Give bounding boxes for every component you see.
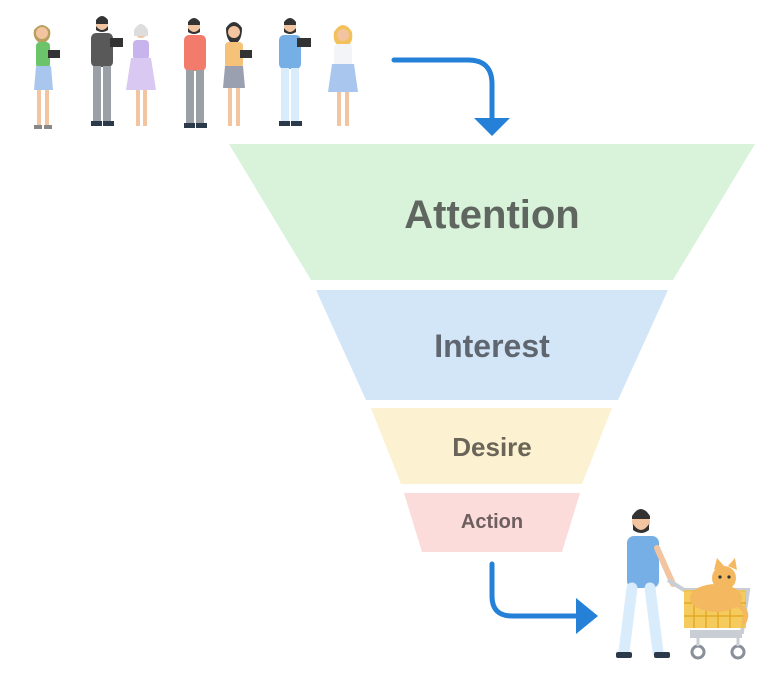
person-icon	[279, 18, 311, 126]
person-icon	[328, 25, 358, 126]
stage-label-desire: Desire	[452, 432, 532, 462]
funnel-stage-action	[404, 493, 580, 552]
shopper-icon	[616, 509, 676, 658]
stage-label-interest: Interest	[434, 328, 550, 364]
people-group-icon	[33, 16, 358, 129]
funnel: Attention Interest Desire Action	[229, 144, 755, 552]
person-icon	[223, 22, 252, 126]
person-icon	[33, 25, 60, 129]
funnel-stage-attention	[229, 144, 755, 280]
arrowhead-down	[474, 118, 510, 136]
person-icon	[126, 24, 156, 126]
stage-label-action: Action	[461, 511, 523, 533]
stage-label-attention: Attention	[404, 193, 580, 237]
funnel-stage-interest	[316, 290, 668, 400]
cat-icon	[690, 558, 749, 625]
curved-arrow-right-icon	[489, 561, 583, 619]
person-icon	[91, 16, 123, 126]
person-icon	[184, 18, 207, 128]
shopper-with-cart-icon	[616, 509, 751, 660]
funnel-stage-desire	[371, 408, 612, 484]
arrowhead-right	[576, 598, 598, 634]
curved-arrow-down-icon	[391, 57, 495, 127]
